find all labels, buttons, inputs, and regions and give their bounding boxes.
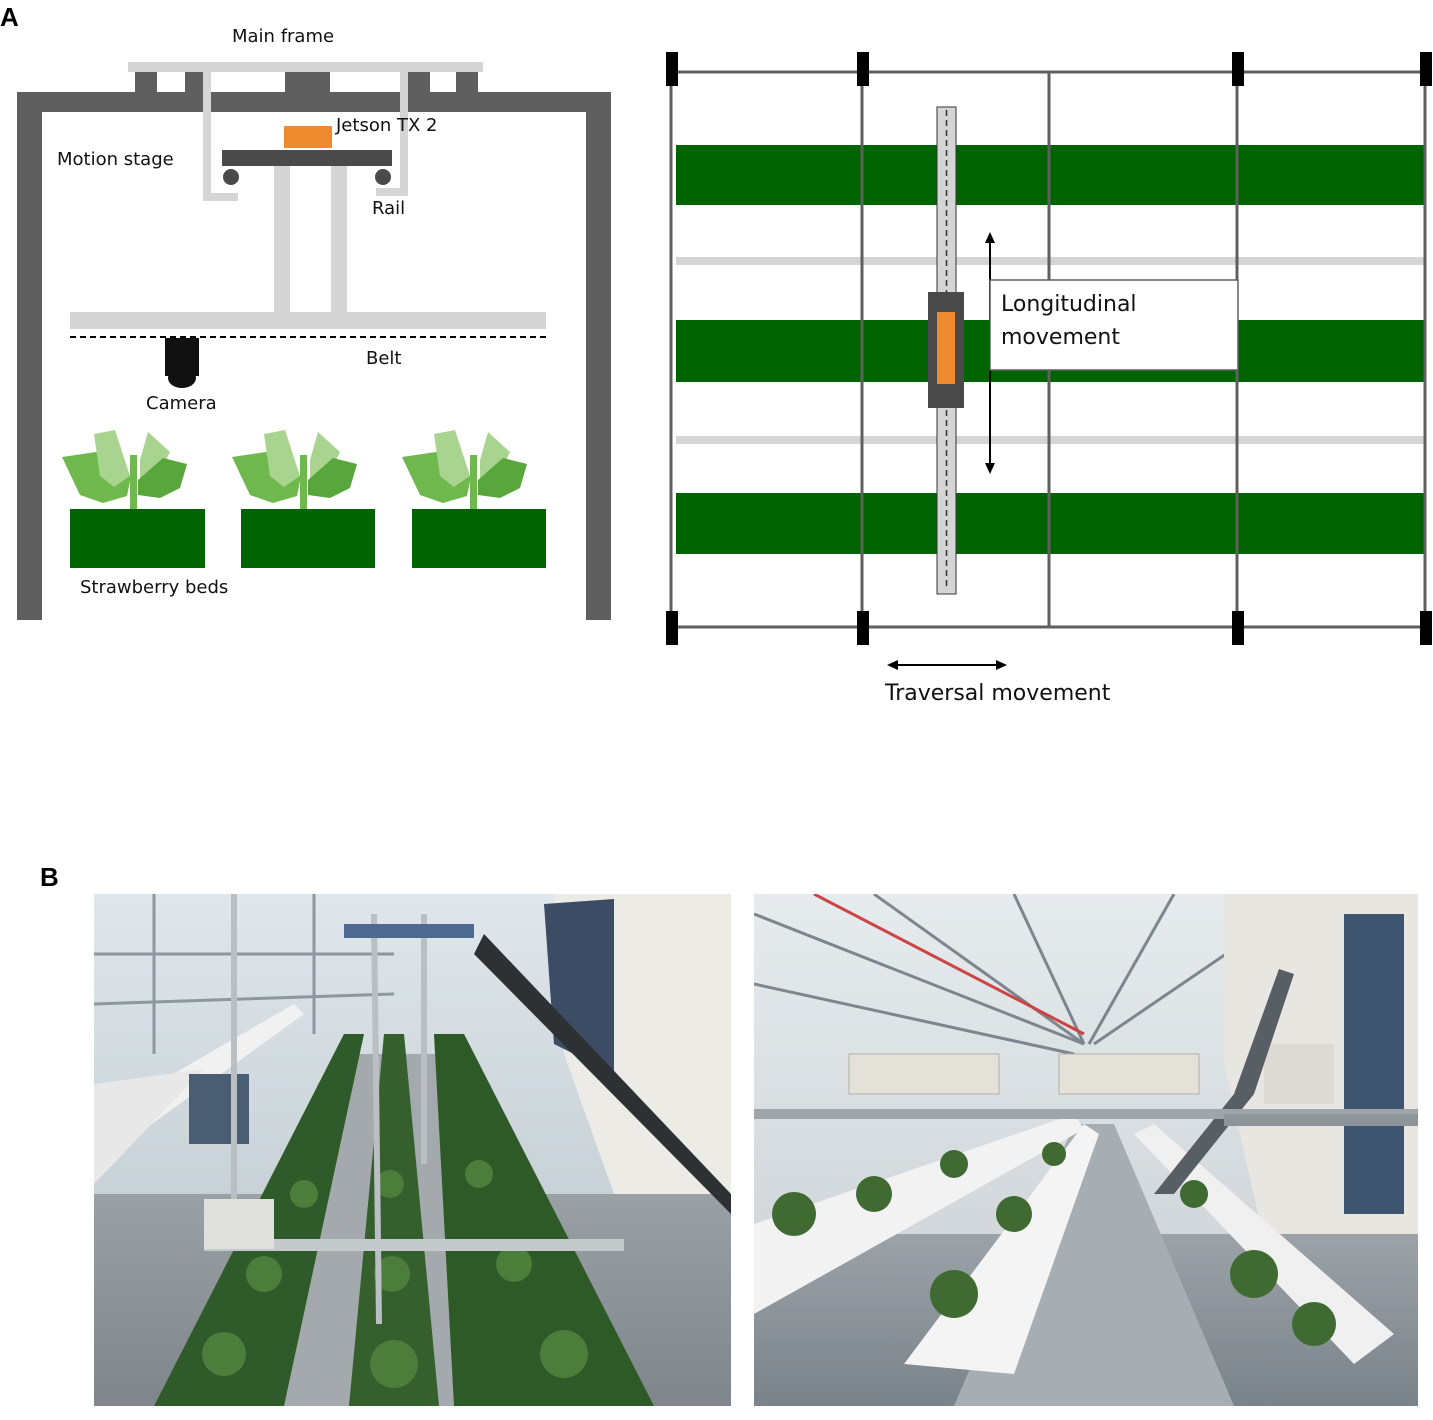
- strawberry-bed-3: [412, 509, 546, 568]
- rail-hanger-left: [203, 72, 238, 201]
- side-view-diagram: Main frame Jetson TX 2 Motion stage Rail…: [17, 26, 611, 620]
- label-camera: Camera: [146, 393, 217, 414]
- strawberry-plant-3: [402, 430, 527, 509]
- photo-left: [94, 894, 731, 1406]
- label-traversal: Traversal movement: [884, 681, 1111, 706]
- camera-icon: [165, 338, 199, 388]
- traversal-arrow: [887, 660, 1007, 670]
- longitudinal-label-box: [989, 279, 1239, 371]
- label-longitudinal-line1: Longitudinal: [1001, 292, 1137, 317]
- label-strawberry-beds: Strawberry beds: [80, 577, 228, 598]
- label-rail: Rail: [372, 198, 405, 219]
- rail-wheel-right: [375, 169, 391, 185]
- main-frame-top-bar: [128, 62, 483, 72]
- rail-hanger-right: [376, 72, 408, 196]
- label-jetson: Jetson TX 2: [335, 115, 437, 136]
- strawberry-plant-2: [232, 430, 357, 509]
- top-view-diagram: Longitudinal movement Traversal movement: [666, 52, 1432, 706]
- panel-label-a: A: [0, 2, 19, 32]
- traverse-bar: [70, 312, 546, 329]
- top-bed-1: [676, 145, 1426, 205]
- strawberry-plant-1: [62, 430, 187, 509]
- label-motion-stage: Motion stage: [57, 149, 174, 170]
- jetson-board: [284, 126, 332, 148]
- rail-wheel-left: [223, 169, 239, 185]
- panel-label-b: B: [40, 862, 59, 892]
- photo-right: [754, 894, 1418, 1406]
- label-belt: Belt: [366, 348, 401, 369]
- main-frame-structure: [17, 70, 611, 620]
- label-longitudinal-line2: movement: [1001, 325, 1120, 350]
- top-jetson-board: [937, 312, 955, 384]
- label-main-frame: Main frame: [232, 26, 334, 47]
- top-bed-3: [676, 493, 1426, 554]
- strawberry-bed-2: [241, 509, 375, 568]
- motion-stage-platform: [222, 150, 392, 166]
- strawberry-bed-1: [70, 509, 205, 568]
